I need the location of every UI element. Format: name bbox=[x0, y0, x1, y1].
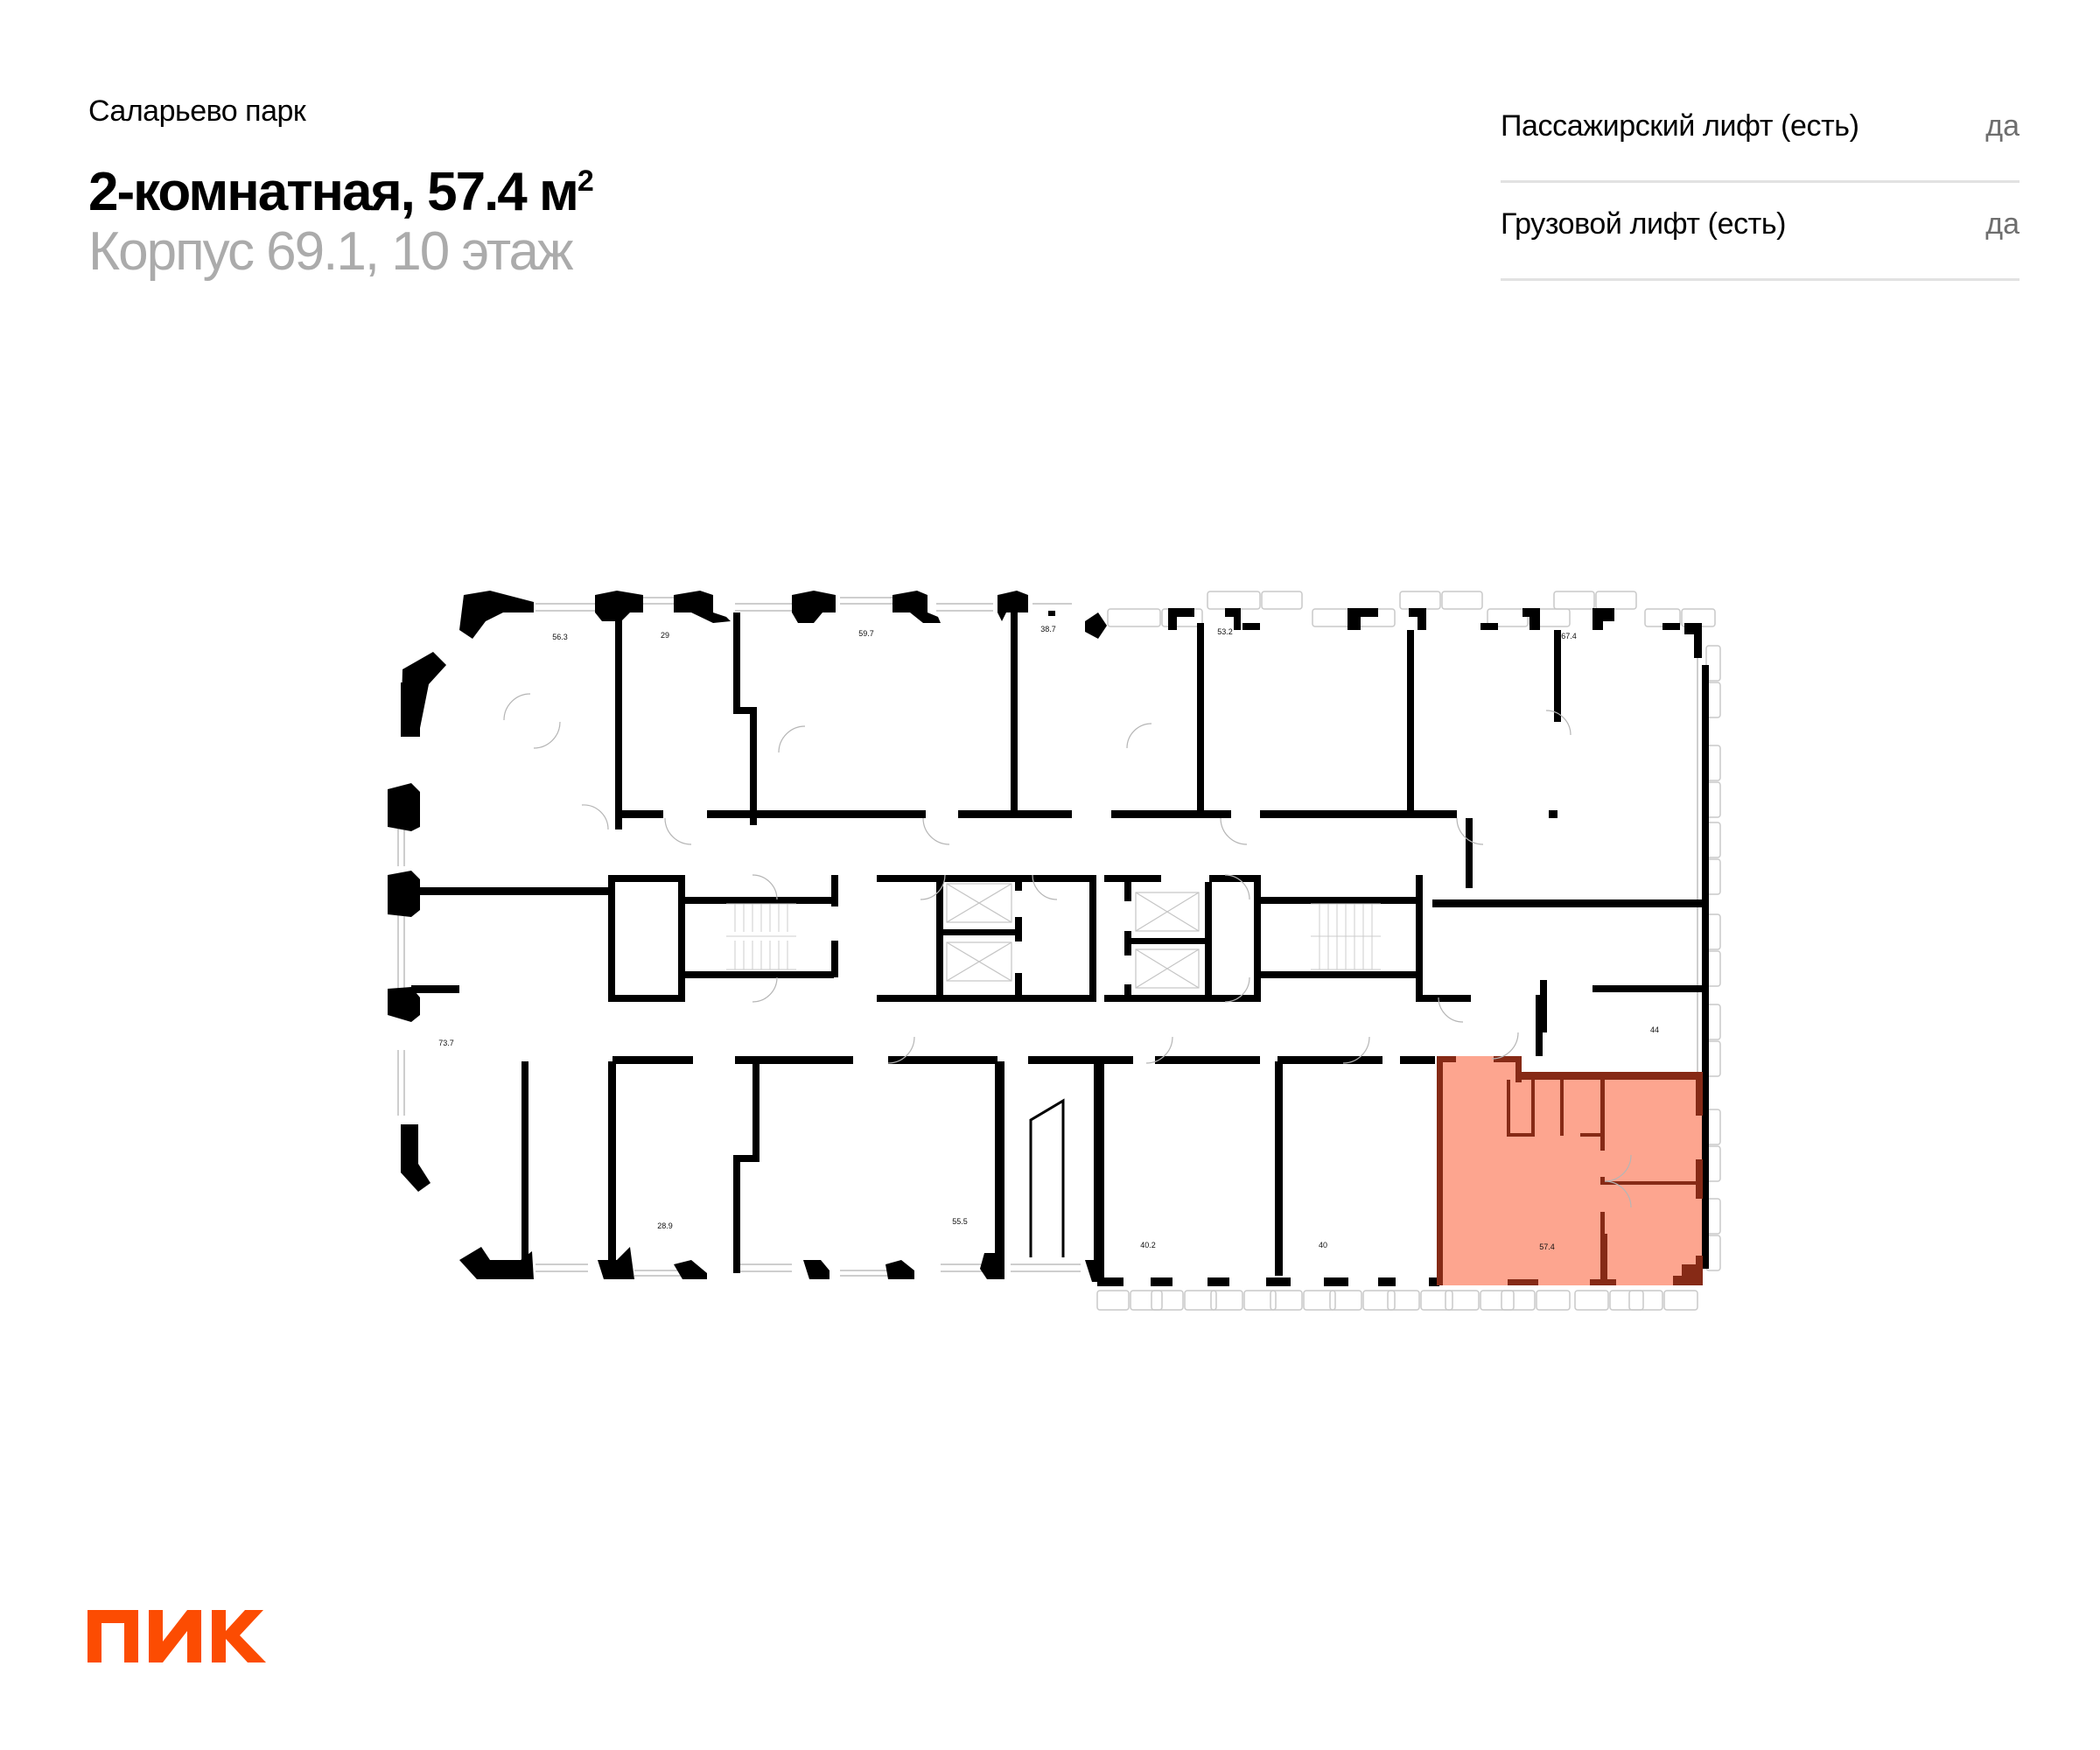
apartment-label[interactable]: 55.5 bbox=[952, 1217, 968, 1226]
selected-apartment-walls bbox=[1437, 1056, 1703, 1285]
apartment-label[interactable]: 40 bbox=[1319, 1241, 1327, 1250]
apartment-label[interactable]: 73.7 bbox=[438, 1039, 454, 1047]
apartment-labels: 56.3 29 59.7 38.7 53.2 67.4 73.7 44 28.9… bbox=[438, 625, 1659, 1251]
apartment-label[interactable]: 40.2 bbox=[1140, 1241, 1156, 1250]
feature-label: Грузовой лифт (есть) bbox=[1501, 207, 1787, 241]
stairs bbox=[726, 903, 1381, 970]
feature-passenger-elevator: Пассажирский лифт (есть) да bbox=[1501, 84, 2020, 183]
pik-logo bbox=[88, 1610, 266, 1662]
apartment-label[interactable]: 59.7 bbox=[858, 629, 874, 638]
selected-apartment-fill[interactable] bbox=[1437, 1056, 1703, 1285]
feature-label: Пассажирский лифт (есть) bbox=[1501, 108, 1859, 143]
project-name: Саларьево парк bbox=[88, 94, 306, 128]
feature-value: да bbox=[1985, 207, 2020, 241]
building-floor: Корпус 69.1, 10 этаж bbox=[88, 221, 573, 282]
apartment-label[interactable]: 44 bbox=[1650, 1026, 1659, 1034]
windows bbox=[397, 597, 1698, 1278]
apartment-title: 2-комнатная, 57.4 м2 bbox=[88, 162, 594, 222]
apartment-label[interactable]: 28.9 bbox=[657, 1222, 673, 1230]
apartment-header: Саларьево парк 2-комнатная, 57.4 м2 Корп… bbox=[88, 91, 594, 282]
apartment-label[interactable]: 67.4 bbox=[1561, 632, 1577, 640]
selected-apartment-label[interactable]: 57.4 bbox=[1539, 1242, 1555, 1251]
feature-value: да bbox=[1985, 108, 2020, 143]
apartment-title-text: 2-комнатная, 57.4 м bbox=[88, 162, 579, 222]
apartment-label[interactable]: 29 bbox=[661, 631, 669, 640]
feature-freight-elevator: Грузовой лифт (есть) да bbox=[1501, 183, 2020, 281]
apartment-label[interactable]: 56.3 bbox=[552, 633, 568, 641]
area-unit-superscript: 2 bbox=[577, 164, 594, 198]
apartment-label[interactable]: 38.7 bbox=[1040, 625, 1056, 634]
selected-apartment[interactable] bbox=[1437, 1056, 1703, 1285]
walls bbox=[388, 591, 1709, 1286]
features-list: Пассажирский лифт (есть) да Грузовой лиф… bbox=[1501, 84, 2020, 281]
apartment-label[interactable]: 53.2 bbox=[1217, 627, 1233, 636]
doors bbox=[503, 693, 1632, 1208]
chute bbox=[1029, 1098, 1065, 1257]
elevators bbox=[946, 883, 1200, 989]
